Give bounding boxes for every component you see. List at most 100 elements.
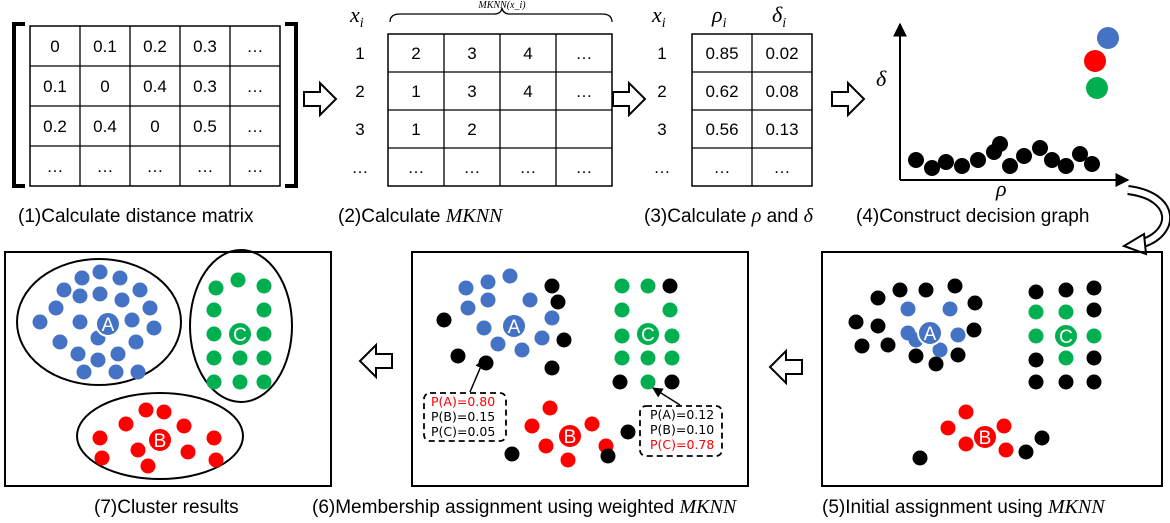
cluster-b-ellipse xyxy=(76,392,244,480)
decision-point xyxy=(992,136,1008,152)
cluster-a-label: A xyxy=(102,315,115,336)
decision-point xyxy=(1058,158,1074,174)
table-cell: 0 xyxy=(100,77,109,96)
point-black xyxy=(600,448,616,464)
point-blue xyxy=(146,320,162,336)
flow-arrow-6-7 xyxy=(358,342,393,380)
table-cell: … xyxy=(520,158,537,177)
table-cell: … xyxy=(247,157,264,176)
step1-caption: (1)Calculate distance matrix xyxy=(18,206,254,227)
point-blue xyxy=(72,288,88,304)
point-green xyxy=(206,350,222,366)
point-blue xyxy=(950,327,966,343)
point-black xyxy=(550,294,566,310)
row-id: 3 xyxy=(355,120,364,139)
point-blue xyxy=(490,336,506,352)
table-cell: 0.4 xyxy=(143,77,167,96)
point-red xyxy=(94,450,110,466)
table-cell: 4 xyxy=(523,44,532,63)
point-black xyxy=(854,338,870,354)
point-blue xyxy=(76,364,92,380)
table-cell: 0.2 xyxy=(143,37,167,56)
point-black xyxy=(892,282,908,298)
point-green xyxy=(614,278,630,294)
point-red xyxy=(208,452,224,468)
point-red xyxy=(958,436,974,452)
point-green xyxy=(232,374,248,390)
point-blue xyxy=(92,264,108,280)
point-green xyxy=(664,350,680,366)
table-cell: 0 xyxy=(50,37,59,56)
membership-prob: P(C)=0.05 xyxy=(431,424,495,439)
point-red xyxy=(118,416,134,432)
point-red xyxy=(524,418,540,434)
membership-prob: P(A)=0.80 xyxy=(431,394,495,409)
point-black xyxy=(848,314,864,330)
point-blue xyxy=(522,292,538,308)
point-black xyxy=(908,348,924,364)
point-red xyxy=(584,416,600,432)
point-blue xyxy=(92,286,108,302)
point-green xyxy=(640,350,656,366)
point-green xyxy=(206,302,222,318)
point-black xyxy=(612,374,628,390)
row-id: 2 xyxy=(657,82,666,101)
step2-caption: (2)Calculate MKNN xyxy=(338,205,504,227)
table-cell: 0.3 xyxy=(193,37,217,56)
point-black xyxy=(950,347,966,363)
table-cell: 0.1 xyxy=(93,37,117,56)
point-green xyxy=(614,328,630,344)
matrix-right-bracket xyxy=(285,22,298,188)
table-cell: 0.62 xyxy=(705,82,738,101)
point-black xyxy=(1086,280,1102,296)
point-blue xyxy=(460,300,476,316)
table-cell: … xyxy=(197,157,214,176)
cluster-a-center xyxy=(501,313,527,339)
center-point-red xyxy=(1084,50,1106,72)
point-green xyxy=(256,350,272,366)
flow-arrow-3-4 xyxy=(831,80,866,118)
point-green xyxy=(1028,328,1044,344)
point-blue xyxy=(110,346,126,362)
point-green xyxy=(662,302,678,318)
table-cell: … xyxy=(774,158,791,177)
point-black xyxy=(1034,430,1050,446)
point-blue xyxy=(900,301,916,317)
point-green xyxy=(232,350,248,366)
cluster-b-label: B xyxy=(564,427,577,448)
decision-point xyxy=(1072,146,1088,162)
point-blue xyxy=(112,270,128,286)
point-red xyxy=(996,418,1012,434)
decision-point xyxy=(924,160,940,176)
point-black xyxy=(912,450,928,466)
decision-point xyxy=(1002,158,1018,174)
decision-point xyxy=(938,154,954,170)
mknn-row-ids: 123… xyxy=(352,44,369,177)
point-blue xyxy=(130,364,146,380)
point-green xyxy=(640,374,656,390)
table-cell: 0.1 xyxy=(43,77,67,96)
point-black xyxy=(1086,350,1102,366)
table-cell: … xyxy=(247,77,264,96)
point-blue xyxy=(458,280,474,296)
point-black xyxy=(1058,374,1074,390)
decision-graph: δ ρ xyxy=(876,22,1130,201)
table-cell: 0.5 xyxy=(193,117,217,136)
center-point-green xyxy=(1086,77,1108,99)
point-blue xyxy=(514,342,530,358)
table-cell: 2 xyxy=(467,120,476,139)
table-cell: 1 xyxy=(411,82,420,101)
cluster-b-center xyxy=(972,424,998,450)
point-blue xyxy=(56,282,72,298)
row-id: … xyxy=(352,158,369,177)
point-blue xyxy=(124,312,140,328)
table-cell: 0.3 xyxy=(193,77,217,96)
point-red xyxy=(206,430,222,446)
